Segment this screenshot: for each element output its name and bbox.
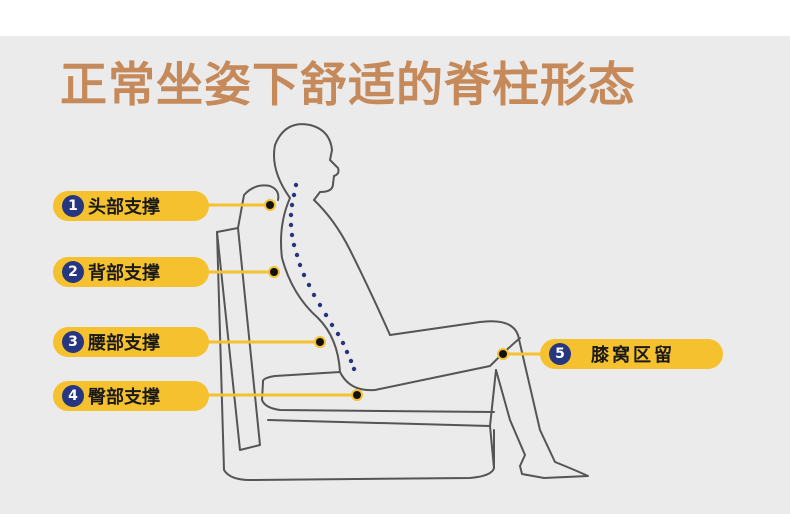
label-text: 头部支撑	[88, 197, 160, 218]
anchor-dots	[264, 199, 509, 401]
chair-outline	[216, 184, 497, 481]
number-badge: 5	[549, 343, 571, 365]
connector-lines	[205, 203, 545, 397]
label-back-support: 2 背部支撑	[53, 257, 209, 287]
label-knee-clearance: 5 膝窝区留	[540, 339, 723, 369]
seated-person-outline	[273, 123, 589, 479]
label-text: 膝窝区留	[591, 345, 675, 366]
label-text: 腰部支撑	[88, 333, 160, 354]
label-head-support: 1 头部支撑	[53, 191, 209, 221]
number-badge: 1	[62, 195, 84, 217]
label-text: 背部支撑	[88, 263, 160, 284]
number-badge: 2	[62, 261, 84, 283]
page-title: 正常坐姿下舒适的脊柱形态	[60, 58, 636, 113]
number-badge: 3	[62, 331, 84, 353]
number-badge: 4	[62, 385, 84, 407]
spine-dots	[288, 182, 357, 372]
label-text: 臀部支撑	[88, 387, 160, 408]
label-waist-support: 3 腰部支撑	[53, 327, 209, 357]
label-hip-support: 4 臀部支撑	[53, 381, 209, 411]
